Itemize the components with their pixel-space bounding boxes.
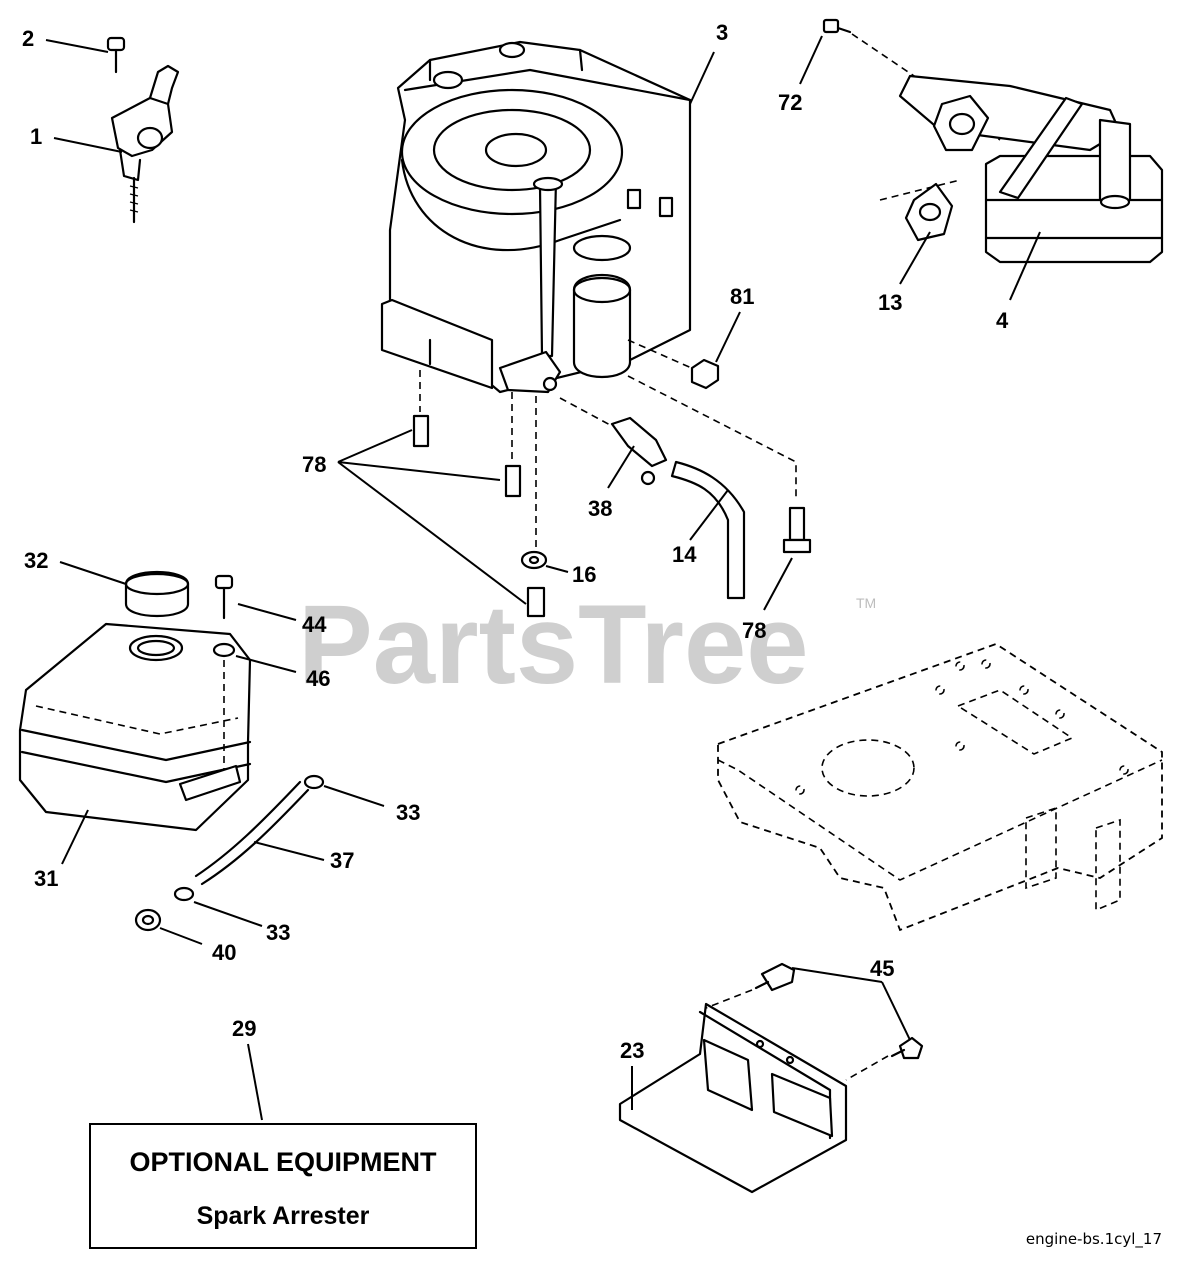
callout-29: 29 (232, 1016, 256, 1041)
watermark: PartsTree TM (298, 582, 876, 707)
mounting-frame (717, 643, 1163, 932)
watermark-text: PartsTree (298, 582, 809, 707)
muffler (898, 74, 1164, 264)
leader-lines (45, 35, 1041, 1121)
callout-81: 81 (730, 284, 754, 309)
diagram-reference: engine-bs.1cyl_17 (1026, 1230, 1162, 1249)
callout-16: 16 (572, 562, 596, 587)
callout-33a: 33 (396, 800, 420, 825)
throttle-control-bracket (106, 36, 180, 224)
optional-equipment-item: Spark Arrester (197, 1202, 370, 1230)
callout-32: 32 (24, 548, 48, 573)
callouts: 2 1 3 72 4 13 81 78 38 14 16 78 32 44 46… (22, 20, 1009, 1063)
callout-44: 44 (302, 612, 327, 637)
callout-78b: 78 (742, 618, 766, 643)
tank-screw (212, 574, 236, 770)
callout-38: 38 (588, 496, 612, 521)
callout-23: 23 (620, 1038, 644, 1063)
callout-31: 31 (34, 866, 58, 891)
heat-shield (618, 1002, 848, 1194)
callout-2: 2 (22, 26, 34, 51)
optional-equipment-title: OPTIONAL EQUIPMENT (129, 1147, 437, 1177)
nut (627, 339, 720, 390)
fuel-tank (18, 622, 252, 832)
callout-13: 13 (878, 290, 902, 315)
optional-equipment-box: OPTIONAL EQUIPMENT Spark Arrester (89, 1123, 477, 1249)
trademark-mark: TM (856, 595, 876, 611)
callout-3: 3 (716, 20, 728, 45)
callout-33b: 33 (266, 920, 290, 945)
engine-bolts (412, 370, 812, 618)
washer (520, 550, 548, 570)
callout-45: 45 (870, 956, 894, 981)
bolt-guide-line (627, 375, 797, 500)
callout-78a: 78 (302, 452, 326, 477)
callout-72: 72 (778, 90, 802, 115)
engine (380, 40, 692, 394)
fuel-hose (670, 460, 746, 600)
callout-4: 4 (996, 308, 1009, 333)
callout-40: 40 (212, 940, 236, 965)
callout-46: 46 (306, 666, 330, 691)
callout-1: 1 (30, 124, 42, 149)
fuel-cap (124, 570, 190, 618)
shield-bolts (705, 962, 924, 1081)
callout-37: 37 (330, 848, 354, 873)
exhaust-gasket (879, 179, 961, 242)
fuel-fitting (559, 397, 668, 486)
hose-clamps (134, 774, 325, 932)
callout-14: 14 (672, 542, 697, 567)
